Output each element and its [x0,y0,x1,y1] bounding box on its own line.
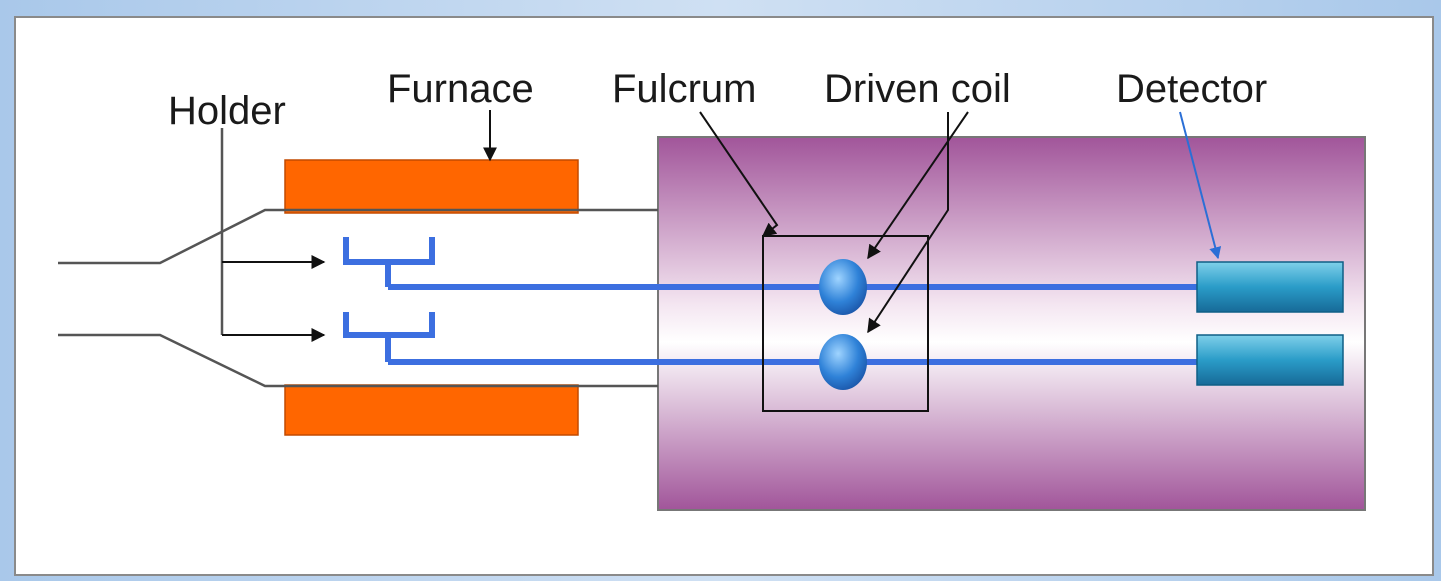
detector-label: Detector [1116,67,1267,111]
detector-pointer [1179,111,1222,260]
driven-coil-lower [819,334,867,390]
tube-lower-wall [58,333,658,388]
balance-chamber [657,136,1366,511]
fulcrum-pointer [699,111,779,237]
furnace-lower [284,384,579,436]
sample-holder-upper [343,237,435,287]
fulcrum-box [762,235,929,412]
furnace-upper [284,159,579,214]
detector-upper [1196,261,1344,313]
driven-coil-label: Driven coil [824,67,1011,111]
sample-holder-lower [343,312,435,362]
furnace-label: Furnace [387,67,534,111]
holder-label: Holder [168,89,286,133]
detector-lower [1196,334,1344,386]
tube-upper-wall [58,208,658,265]
fulcrum-label: Fulcrum [612,67,756,111]
driven-coil-upper [819,259,867,315]
driven-coil-pointer-upper [867,111,969,260]
driven-coil-pointer-lower [867,112,949,334]
